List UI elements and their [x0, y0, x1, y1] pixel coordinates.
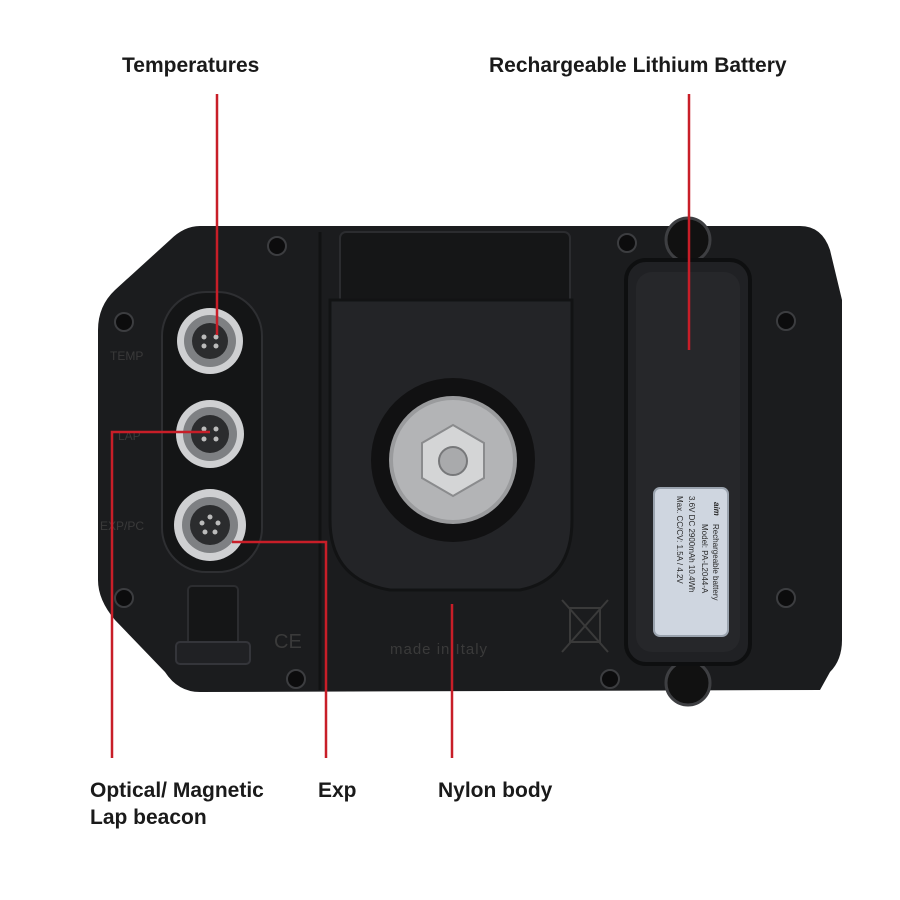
- callout-battery: Rechargeable Lithium Battery: [489, 54, 787, 77]
- battery-label-line2: Model: PA-L2044-A: [700, 524, 709, 594]
- callout-optical-magnetic: Optical/ Magnetic Lap beacon: [90, 777, 264, 831]
- mount-bolt: [438, 446, 468, 476]
- port-label-exp: EXP/PC: [100, 519, 144, 533]
- screw-icon: [776, 311, 796, 331]
- callout-temperatures: Temperatures: [122, 54, 260, 77]
- screw-icon: [114, 312, 134, 332]
- screw-icon: [600, 669, 620, 689]
- battery-label-line3: 3.6V DC 2900mAh 10.4Wh: [687, 496, 696, 593]
- battery-label-line4: Max. CC/CV: 1.5A / 4.2V: [675, 496, 684, 584]
- callout-nylon-body: Nylon body: [438, 779, 553, 802]
- battery-label: aim Rechargeable battery Model: PA-L2044…: [653, 487, 729, 637]
- callout-line-exp: [232, 540, 328, 758]
- callout-optical-line1: Optical/ Magnetic: [90, 779, 264, 802]
- callout-optical-line2: Lap beacon: [90, 806, 207, 829]
- ce-mark: CE: [274, 631, 302, 653]
- screw-icon: [617, 233, 637, 253]
- callout-line-optical: [110, 430, 210, 758]
- port-label-temp: TEMP: [110, 349, 143, 363]
- top-mount-recess: [339, 231, 571, 305]
- weee-bin-icon: [561, 599, 609, 653]
- screw-icon: [114, 588, 134, 608]
- temp-connector: [177, 308, 243, 374]
- screw-icon: [267, 236, 287, 256]
- battery-label-line1: Rechargeable battery: [711, 524, 720, 601]
- callout-exp: Exp: [318, 779, 357, 802]
- exp-connector: [174, 489, 246, 561]
- callout-lines: [110, 94, 691, 758]
- screws: [114, 233, 796, 689]
- screw-icon: [286, 669, 306, 689]
- battery-brand: aim: [712, 502, 721, 516]
- lap-connector: [176, 400, 244, 468]
- screw-icon: [776, 588, 796, 608]
- made-in-italy-text: made in Italy: [390, 641, 488, 658]
